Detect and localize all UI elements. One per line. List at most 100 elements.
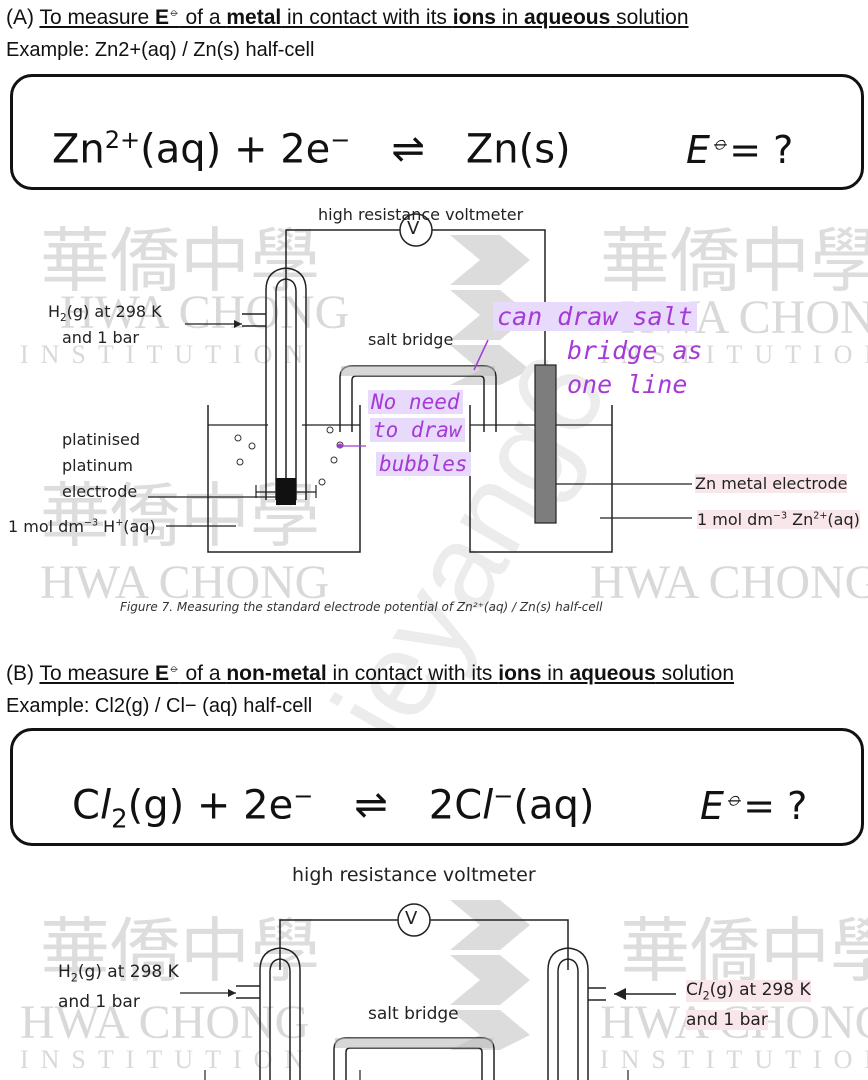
heading-e-symbol: E — [155, 6, 170, 29]
heading-text: in — [495, 6, 524, 29]
eq-species: l — [99, 782, 112, 829]
label-text: 1 mol dm — [697, 510, 773, 529]
eq-e-symbol: E — [686, 128, 711, 172]
section-a-heading: (A) To measure E⦵ of a metal in contact … — [6, 5, 689, 30]
watermark-chinese: 華僑中學 — [40, 475, 320, 557]
heading-text: in contact with its — [281, 6, 453, 29]
heading-bold-ions: ions — [498, 662, 542, 685]
watermark-chinese: 華僑中學 — [40, 910, 320, 992]
watermark-chinese: 華僑中學 — [600, 220, 868, 302]
zn-solution-label: 1 mol dm−3 Zn2+(aq) — [697, 510, 860, 529]
section-b-heading: (B) To measure E⦵ of a non-metal in cont… — [6, 661, 734, 686]
eq-species: Zn(s) — [465, 126, 571, 173]
label-text: l — [697, 980, 703, 1000]
label-sup: −3 — [772, 510, 788, 522]
heading-prefix: (A) — [6, 6, 40, 29]
h2-label-line2: and 1 bar — [62, 328, 139, 347]
eq-subscript: 2 — [111, 804, 128, 835]
heading-text: To measure — [39, 6, 156, 29]
label-text: H — [48, 302, 61, 321]
voltmeter-label-b: high resistance voltmeter — [292, 864, 536, 886]
label-text: C — [686, 980, 698, 1000]
eq-species: C — [72, 782, 100, 829]
diagram-b — [180, 903, 676, 1080]
standard-state-symbol: ⦵ — [169, 661, 180, 675]
eq-charge: 2+ — [104, 126, 141, 154]
heading-text: of a — [179, 662, 227, 685]
heading-text: To measure — [39, 662, 156, 685]
eq-species: Zn — [52, 126, 105, 173]
heading-bold-aqueous: aqueous — [569, 662, 656, 685]
zn-electrode-label: Zn metal electrode — [695, 474, 848, 493]
label-text: Zn — [787, 510, 814, 529]
eq-e-symbol: E — [700, 784, 725, 828]
watermark-hwa-chong: HWA CHONG — [40, 556, 330, 609]
eq-charge: − — [330, 126, 351, 154]
standard-state-symbol: ⦵ — [710, 129, 730, 156]
handwritten-note-bubbles-1: No need — [368, 390, 463, 414]
h-plus-solution-label: 1 mol dm−3 H+(aq) — [8, 517, 156, 536]
eq-question: = ? — [743, 784, 808, 828]
pt-electrode-label-2: platinum — [62, 456, 133, 475]
eq-question: = ? — [729, 128, 794, 172]
equation-a-eo: E⦵= ? — [686, 128, 793, 172]
eq-charge: − — [293, 782, 314, 810]
figure-caption: Figure 7. Measuring the standard electro… — [120, 600, 603, 614]
label-text: H — [98, 517, 116, 536]
voltmeter-v-symbol: V — [407, 218, 420, 239]
heading-text: of a — [179, 6, 227, 29]
eq-species: (g) + 2e — [127, 782, 294, 829]
standard-state-symbol: ⦵ — [724, 785, 744, 812]
equation-box-a — [10, 74, 864, 190]
heading-bold-ions: ions — [452, 6, 496, 29]
heading-prefix: (B) — [6, 662, 40, 685]
h2-label-b: H2(g) at 298 K — [58, 962, 179, 984]
eq-species: (aq) — [513, 782, 595, 829]
heading-e-symbol: E — [155, 662, 170, 685]
section-a-example: Example: Zn2+(aq) / Zn(s) half-cell — [6, 39, 315, 61]
section-b-example: Example: Cl2(g) / Cl− (aq) half-cell — [6, 695, 313, 717]
eq-species: l — [482, 782, 494, 829]
heading-bold-nonmetal: non-metal — [226, 662, 327, 685]
heading-text: in contact with its — [326, 662, 499, 685]
label-text: (aq) — [123, 517, 156, 536]
label-sup: −3 — [83, 517, 99, 529]
handwritten-note-salt-bridge-3: one line — [567, 370, 688, 399]
handwritten-note-salt-bridge-1: can draw salt — [493, 302, 697, 331]
heading-bold-aqueous: aqueous — [523, 6, 611, 29]
watermark-hwa-chong: HWA CHONG — [60, 286, 350, 339]
label-text: (g) at 298 K — [66, 302, 162, 321]
heading-text: solution — [610, 6, 689, 29]
handwritten-note-bubbles-2: to draw — [370, 418, 465, 442]
h2-label-b-line2: and 1 bar — [58, 992, 140, 1012]
diagram-a — [148, 213, 692, 553]
eq-charge: − — [493, 782, 514, 810]
label-text: (g) at 298 K — [709, 980, 811, 1000]
watermark-hwa-chong: HWA CHONG — [20, 996, 310, 1049]
label-sup: 2+ — [813, 510, 828, 522]
h2-label: H2(g) at 298 K — [48, 302, 162, 324]
equation-b: Cl2(g) + 2e− ⇌ 2Cl−(aq) — [72, 782, 595, 834]
label-sub: 2 — [702, 989, 710, 1003]
label-sub: 2 — [70, 971, 78, 985]
cl2-label: Cl2(g) at 298 K — [686, 980, 811, 1003]
eq-species: 2C — [428, 782, 483, 829]
label-sup: + — [115, 517, 124, 529]
pt-electrode-label-3: electrode — [62, 482, 138, 501]
label-text: (g) at 298 K — [77, 962, 179, 982]
salt-bridge-label: salt bridge — [368, 330, 454, 349]
watermark-hwa-chong: HWA CHONG — [590, 556, 868, 609]
watermark-institution: INSTITUTION — [20, 1045, 316, 1074]
watermark-chinese: 華僑中學 — [40, 220, 320, 302]
watermark-chinese: 華僑中學 — [620, 910, 868, 992]
label-sub: 2 — [60, 312, 67, 325]
equilibrium-arrow-icon: ⇌ — [391, 126, 425, 173]
watermark-institution: INSTITUTION — [600, 1045, 868, 1074]
eq-species: (aq) + 2e — [140, 126, 331, 173]
standard-state-symbol: ⦵ — [169, 5, 180, 19]
heading-bold-metal: metal — [226, 6, 282, 29]
equation-a: Zn2+(aq) + 2e− ⇌ Zn(s) — [52, 126, 571, 172]
equation-b-eo: E⦵= ? — [700, 784, 807, 828]
label-text: H — [58, 962, 71, 982]
pt-electrode-label-1: platinised — [62, 430, 141, 449]
